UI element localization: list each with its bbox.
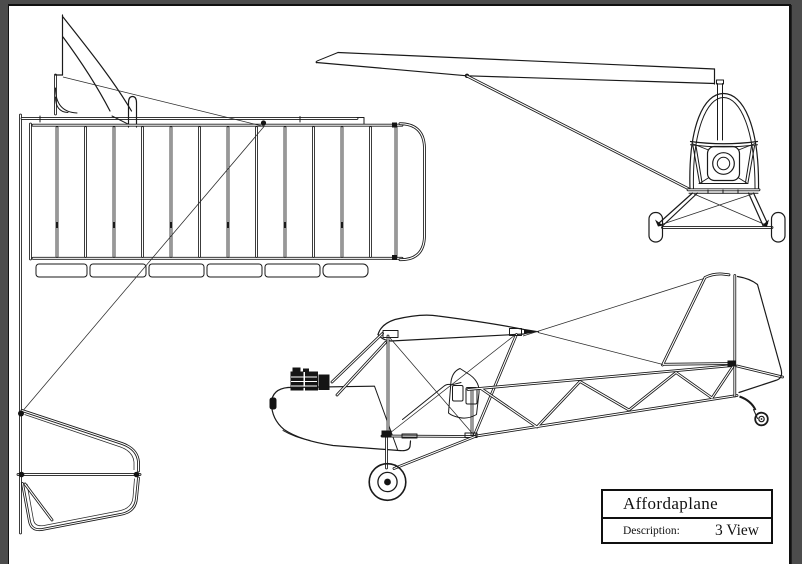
fuselage-truss — [380, 364, 739, 439]
title-block: Affordaplane Description: 3 View — [601, 489, 773, 544]
kingpost — [127, 95, 138, 128]
aircraft-title: Affordaplane — [623, 494, 719, 513]
struts-side — [330, 328, 522, 438]
main-gear-side — [368, 435, 477, 502]
title-block-name-row: Affordaplane — [603, 491, 771, 519]
right-wheel-front — [770, 211, 786, 243]
prop-hub-front — [712, 152, 735, 175]
nose-pod-plan — [54, 73, 78, 116]
prop-hub-side — [269, 397, 277, 410]
bracing-wires-plan — [20, 76, 267, 414]
wing-plan — [29, 122, 426, 262]
title-block-description-row: Description: 3 View — [603, 519, 771, 542]
main-wheel — [368, 462, 407, 502]
nose-pod-side — [269, 385, 412, 452]
description-value: 3 View — [715, 521, 759, 539]
landing-gear-front — [648, 188, 786, 243]
tail-side — [522, 272, 784, 398]
engine-side — [290, 367, 330, 391]
pilot-seat — [448, 368, 480, 419]
rudder-outline — [736, 275, 783, 394]
fuselage-pod-front — [689, 79, 760, 191]
aileron-plan — [35, 263, 369, 278]
tailplane-plan — [16, 409, 142, 532]
top-view — [16, 14, 426, 535]
engine-box-front — [706, 145, 741, 182]
side-view — [269, 272, 784, 502]
left-wheel-front — [648, 211, 664, 243]
leading-edge-bar — [20, 95, 365, 128]
tailwheel — [739, 395, 769, 427]
front-view — [315, 51, 786, 243]
wing-front — [315, 51, 716, 85]
wing-ribs — [55, 125, 398, 259]
wingtip-bow — [398, 122, 426, 262]
propeller-plan — [61, 14, 133, 112]
description-label: Description: — [623, 524, 680, 537]
